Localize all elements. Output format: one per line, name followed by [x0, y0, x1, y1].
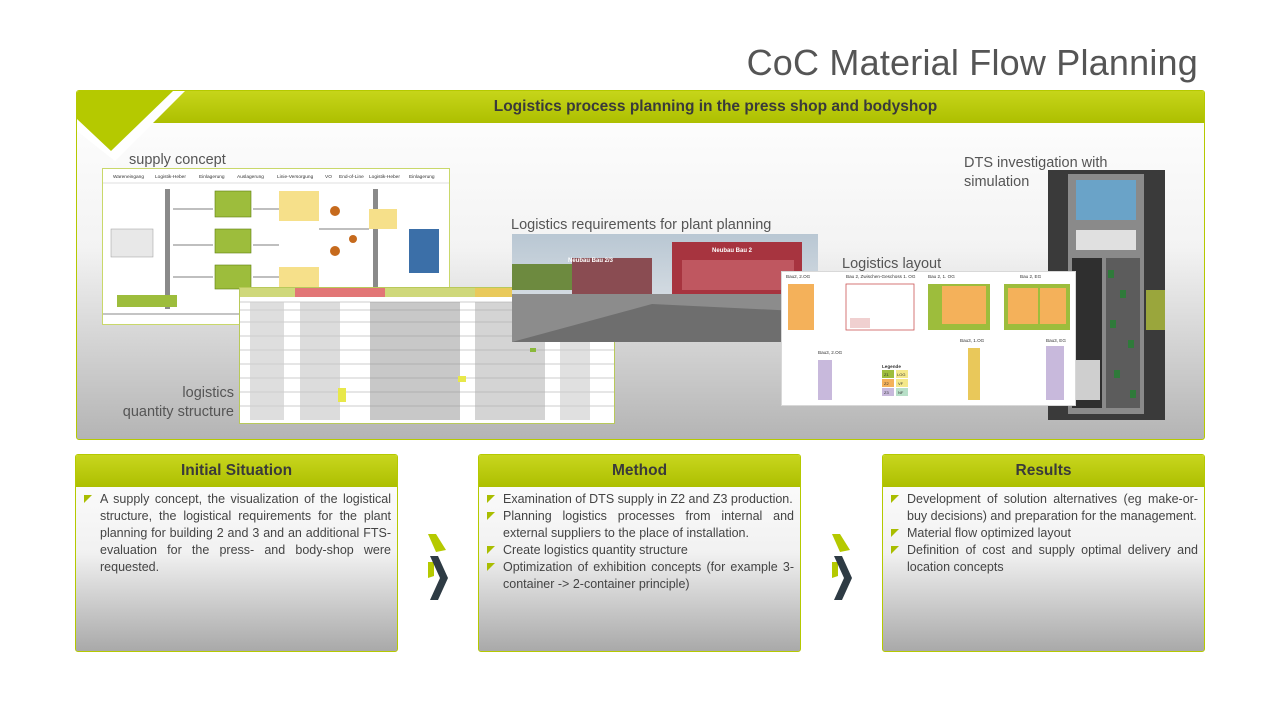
layout-plan-graphic: Bau2, 2.OG Bau 2, Zwischen-Geschoss 1. O… — [782, 272, 1075, 405]
initial-situation-title: Initial Situation — [76, 455, 397, 487]
layout-section-label: Bau 2, Zwischen-Geschoss 1. OG — [846, 274, 916, 279]
supply-col-label: Auslagerung — [237, 174, 264, 180]
supply-diagram-graphic: Wareneingang Logistik-Heber Einlagerung … — [103, 174, 449, 315]
label-quantity-line2: quantity structure — [122, 404, 234, 420]
logistics-layout-plan: Bau2, 2.OG Bau 2, Zwischen-Geschoss 1. O… — [781, 271, 1076, 406]
supply-col-label: Einlagerung — [199, 174, 225, 180]
chevron-right-icon — [832, 534, 852, 600]
layout-section-label: Bau 2, EG — [1020, 274, 1042, 279]
corner-chevron-icon — [77, 91, 185, 161]
method-box: Method Examination of DTS supply in Z2 a… — [478, 454, 801, 652]
list-item: Optimization of exhibition concepts (for… — [487, 559, 794, 593]
label-quantity-structure: logistics quantity structure — [114, 384, 234, 422]
label-plant-requirements: Logistics requirements for plant plannin… — [511, 217, 772, 233]
results-box: Results Development of solution alternat… — [882, 454, 1205, 652]
list-item: A supply concept, the visualization of t… — [84, 491, 391, 576]
list-item: Create logistics quantity structure — [487, 542, 794, 559]
supply-col-label: End-of-Line — [339, 174, 364, 180]
layout-legend-title: Legende — [882, 364, 901, 369]
legend-entry: VF — [898, 381, 904, 386]
label-dts-line2: simulation — [964, 174, 1030, 190]
plant-sign-left: Neubau Bau 2/3 — [568, 258, 614, 264]
legend-entry: Z2 — [884, 381, 889, 386]
layout-bottom-section-label: Bau3, EG — [1046, 338, 1066, 343]
label-dts-investigation: DTS investigation with simulation — [964, 154, 1107, 192]
legend-entry: Z1 — [884, 372, 889, 377]
legend-entry: NF — [898, 390, 904, 395]
panel-header-title: Logistics process planning in the press … — [493, 98, 938, 115]
initial-situation-box: Initial Situation A supply concept, the … — [75, 454, 398, 652]
legend-entry: Z3 — [884, 390, 889, 395]
label-logistics-layout: Logistics layout — [842, 256, 942, 272]
layout-bottom-section-label: Bau3, 1.OG — [960, 338, 985, 343]
supply-col-label: Wareneingang — [113, 174, 144, 180]
list-item: Definition of cost and supply optimal de… — [891, 542, 1198, 576]
chevron-right-icon — [428, 534, 448, 600]
supply-col-label: VO — [325, 174, 332, 180]
label-quantity-line1: logistics — [182, 385, 234, 401]
layout-section-label: Bau 2, 1. OG — [928, 274, 955, 279]
layout-bottom-section-label: Bau3, 2.OG — [818, 350, 843, 355]
initial-situation-list: A supply concept, the visualization of t… — [76, 487, 397, 576]
plant-building-photo: Neubau Bau 2/3 Neubau Bau 2 — [512, 234, 818, 342]
layout-section-label: Bau2, 2.OG — [786, 274, 811, 279]
supply-col-label: Einlagerung — [409, 174, 435, 180]
list-item: Material flow optimized layout — [891, 525, 1198, 542]
supply-col-label: Logistik-Heber — [155, 174, 186, 180]
label-supply-concept: supply concept — [129, 152, 226, 168]
spreadsheet-graphic — [240, 288, 614, 420]
results-list: Development of solution alternatives (eg… — [883, 487, 1204, 576]
list-item: Examination of DTS supply in Z2 and Z3 p… — [487, 491, 794, 508]
page-title: CoC Material Flow Planning — [746, 42, 1198, 83]
method-title: Method — [479, 455, 800, 487]
plant-photo-graphic: Neubau Bau 2/3 Neubau Bau 2 — [512, 234, 818, 342]
method-list: Examination of DTS supply in Z2 and Z3 p… — [479, 487, 800, 593]
legend-entry: LOG — [897, 372, 905, 377]
list-item: Development of solution alternatives (eg… — [891, 491, 1198, 525]
supply-col-label: Linie-Versorgung — [277, 174, 314, 180]
supply-col-label: Logistik-Heber — [369, 174, 400, 180]
label-dts-line1: DTS investigation with — [964, 155, 1108, 171]
plant-sign-right: Neubau Bau 2 — [712, 248, 753, 254]
list-item: Planning logistics processes from intern… — [487, 508, 794, 542]
results-title: Results — [883, 455, 1204, 487]
panel-header: Logistics process planning in the press … — [77, 91, 1204, 123]
